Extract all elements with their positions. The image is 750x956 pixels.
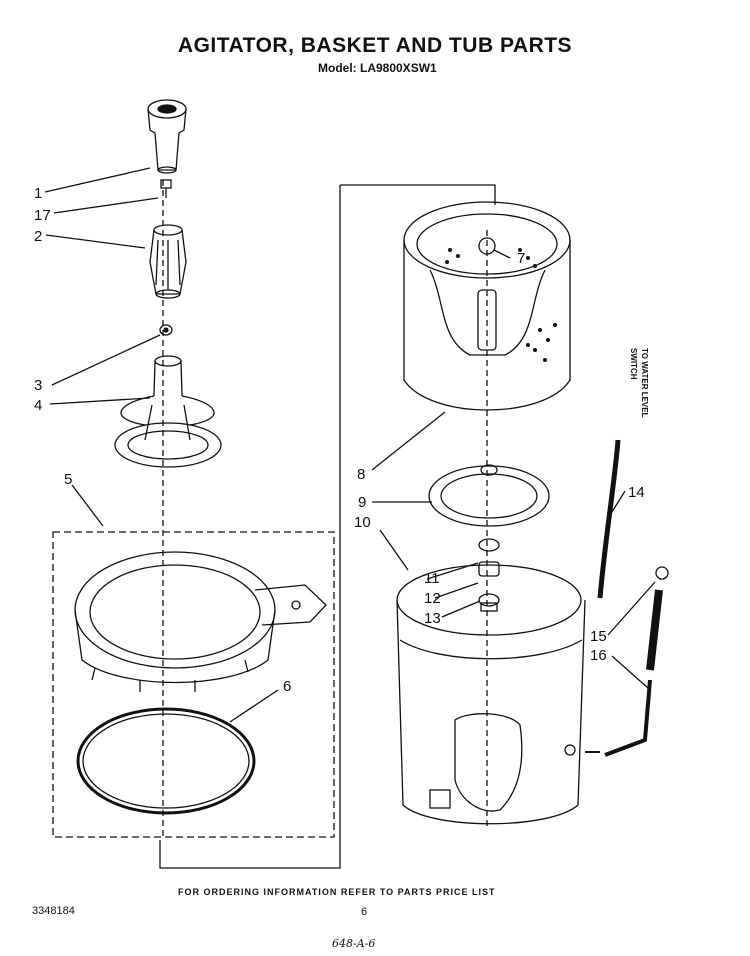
- wash-basket: [403, 201, 571, 411]
- page-title: AGITATOR, BASKET AND TUB PARTS: [177, 34, 573, 57]
- fastener: [160, 179, 172, 198]
- sub-assembly-box: [52, 531, 335, 838]
- washer: [159, 324, 173, 336]
- callout-leaders: [44, 167, 656, 723]
- agitator-base: [114, 355, 222, 468]
- label-part-9: 9: [358, 494, 366, 511]
- label-part-5: 5: [64, 471, 72, 488]
- seal-ring: [76, 707, 256, 815]
- label-part-7: 7: [517, 250, 525, 267]
- label-part-12: 12: [424, 590, 441, 607]
- label-part-4: 4: [34, 397, 42, 414]
- label-part-10: 10: [354, 514, 371, 531]
- label-part-16: 16: [590, 647, 607, 664]
- model-number: Model: LA9800XSW1: [318, 61, 437, 75]
- label-part-8: 8: [357, 466, 365, 483]
- water-level-switch-note: TO WATER LEVEL SWITCH: [629, 348, 649, 418]
- document-number: 3348184: [32, 905, 75, 917]
- tub-ring: [74, 551, 327, 692]
- label-part-13: 13: [424, 610, 441, 627]
- hub-hardware: [478, 538, 500, 612]
- outer-tub: [396, 564, 586, 825]
- page-number: 6: [361, 906, 368, 918]
- label-part-17: 17: [34, 207, 51, 224]
- label-part-6: 6: [283, 678, 291, 695]
- assembly-connector-lines: [159, 180, 496, 869]
- agitator-cap: [147, 99, 187, 174]
- label-part-1: 1: [34, 185, 42, 202]
- label-part-15: 15: [590, 628, 607, 645]
- ordering-note: FOR ORDERING INFORMATION REFER TO PARTS …: [178, 887, 496, 897]
- air-dome-hose: [597, 439, 621, 599]
- agitator-sleeve: [149, 224, 187, 299]
- callout-numbers: 1 17 2 3 4 5 6 7 8 9 10 11 12 13 14 15 1…: [34, 185, 645, 695]
- handwritten-code: 648-A-6: [332, 937, 376, 950]
- label-part-3: 3: [34, 377, 42, 394]
- drain-hose: [585, 566, 669, 757]
- label-part-14: 14: [628, 484, 645, 501]
- drive-disc: [428, 464, 550, 527]
- label-part-2: 2: [34, 228, 42, 245]
- label-part-11: 11: [424, 570, 440, 587]
